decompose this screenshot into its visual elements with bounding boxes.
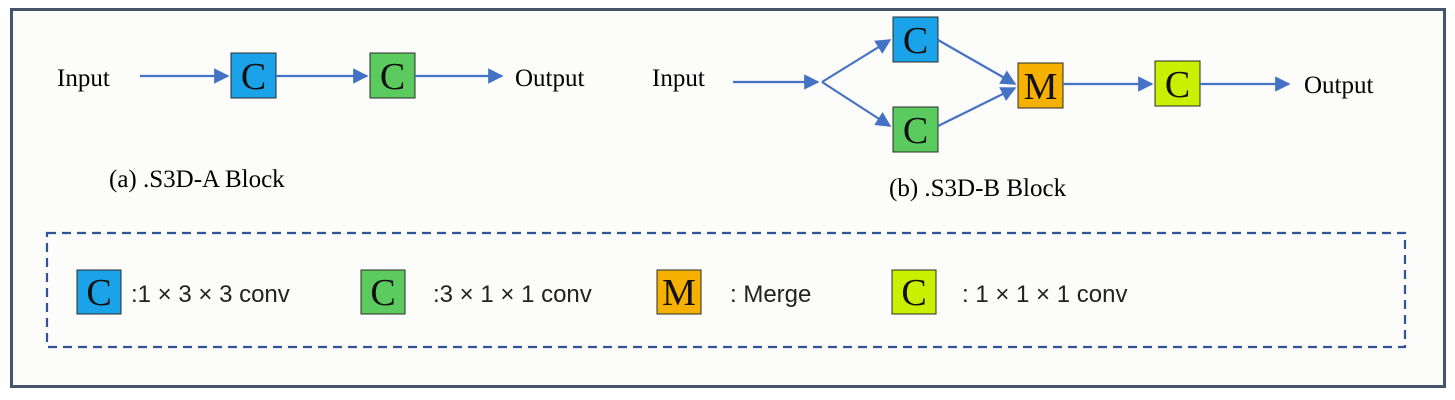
diagram-b-top-conv-box: C — [892, 16, 939, 63]
legend-item-3-letter: M — [662, 272, 696, 314]
legend-blue-swatch — [76, 269, 122, 315]
diagram-b-arrow-top-to-merge — [937, 39, 1017, 85]
diagram-b-caption: (b) .S3D-B Block — [889, 175, 1067, 202]
legend-item-conv-1x3x3: C :1 × 3 × 3 conv — [76, 269, 290, 315]
legend-item-4-text: : 1 × 1 × 1 conv — [962, 281, 1127, 308]
diagram-b-arrow-split-top — [821, 39, 892, 83]
diagram-b-arrow-bottom-to-merge — [937, 87, 1017, 127]
diagram-a-conv-1x3x3-box: C — [230, 52, 277, 99]
legend-item-conv-3x1x1: C :3 × 1 × 1 conv — [360, 269, 592, 315]
diagram-b-merge-letter: M — [1024, 66, 1058, 108]
legend-item-2-letter: C — [370, 272, 395, 314]
legend-item-conv-1x1x1: C : 1 × 1 × 1 conv — [891, 269, 1127, 315]
diagram-b-final-conv-box: C — [1154, 60, 1201, 107]
diagram-a-input-label: Input — [57, 65, 110, 92]
diagram-b-top-letter: C — [903, 20, 928, 62]
legend: C :1 × 3 × 3 conv C :3 × 1 × 1 conv M : … — [45, 231, 1407, 349]
diagram-b: Input C C M C Output (b) .S3D-B Block — [652, 16, 1374, 202]
legend-lime-swatch — [891, 269, 937, 315]
diagram-b-arrow-split-bottom — [821, 81, 892, 127]
legend-item-1-text: :1 × 3 × 3 conv — [131, 281, 290, 308]
diagram-a: Input C C Output (a) .S3D-A Block — [57, 52, 585, 193]
legend-item-4-letter: C — [901, 272, 926, 314]
legend-item-3-text: : Merge — [730, 281, 811, 308]
legend-border — [45, 231, 1407, 349]
legend-green-swatch — [360, 269, 406, 315]
diagram-b-input-label: Input — [652, 65, 705, 92]
diagram-b-final-letter: C — [1165, 64, 1190, 106]
diagram-b-bottom-conv-box: C — [892, 106, 939, 153]
diagram-a-conv-3x1x1-box: C — [369, 52, 416, 99]
diagram-b-output-label: Output — [1304, 72, 1374, 99]
legend-orange-swatch — [656, 269, 702, 315]
legend-item-merge: M : Merge — [656, 269, 811, 315]
diagram-b-merge-box: M — [1017, 62, 1064, 109]
diagram-a-output-label: Output — [515, 65, 585, 92]
diagram-a-box1-letter: C — [241, 56, 266, 98]
legend-item-2-text: :3 × 1 × 1 conv — [433, 281, 592, 308]
legend-item-1-letter: C — [86, 272, 111, 314]
diagram-a-box2-letter: C — [380, 56, 405, 98]
diagram-a-caption: (a) .S3D-A Block — [109, 166, 285, 193]
diagram-b-bottom-letter: C — [903, 110, 928, 152]
